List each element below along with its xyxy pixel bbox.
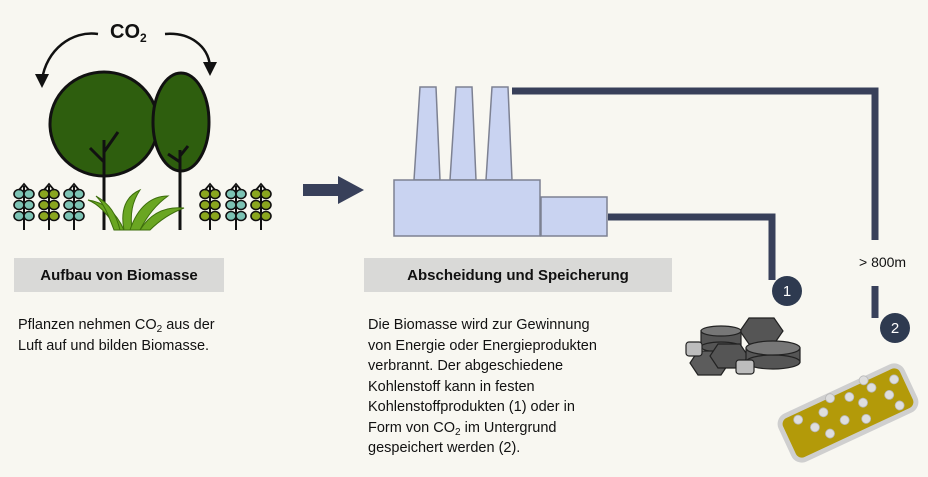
badge-underground: 2 [880,313,910,343]
co2-subscript: 2 [140,31,147,45]
capture-storage-label: Abscheidung und Speicherung [364,258,672,292]
storage-pore [825,393,835,404]
co2-label: CO2 [110,21,147,44]
flower-tip [204,182,216,191]
cycle-arrow-right-icon [164,32,217,76]
flower-tip [68,182,80,191]
flower-icon [13,182,272,230]
tree-icon [151,71,211,230]
flower-petal [73,210,85,222]
flower-petal [199,210,211,222]
flower-petal [235,210,247,222]
flower-tip [18,182,30,191]
storage-pore [793,414,804,425]
underground-storage-icon [777,363,919,463]
flower-tip [43,182,55,191]
flower-petal [235,188,247,200]
flower-petal [260,210,272,222]
storage-pore [844,392,855,402]
flower-tip [230,182,242,191]
flower-petal [73,188,85,200]
storage-pore [825,428,835,439]
biomass-text-part: aus der Luft auf und bilden Biomasse. [18,317,215,354]
flower-petal [63,199,75,211]
flower-petal [13,210,25,222]
flower-petal [225,210,237,222]
storage-pore [858,375,869,386]
flower-petal [23,188,35,200]
capture-text-subscript: 2 [455,426,461,438]
flower-petal [63,210,75,222]
pipe-icon [512,87,879,318]
flower-petal [235,199,247,211]
cycle-arrow-left-icon [35,32,99,88]
flower-petal [199,188,211,200]
flower-petal [38,199,50,211]
flower-petal [225,199,237,211]
factory-icon [393,86,608,237]
flower-petal [38,188,50,200]
flower-petal [73,199,85,211]
capture-text-part: Die Biomasse wird zur Gewinnung von Ener… [368,317,597,436]
flower-petal [23,210,35,222]
storage-pore [818,407,829,418]
flower-petal [260,188,272,200]
flower-tip [255,182,267,191]
badge-solid-products: 1 [772,276,802,306]
flower-petal [38,210,50,222]
flower-petal [260,199,272,211]
capture-storage-description: Die Biomasse wird zur Gewinnung von Ener… [368,315,648,459]
storage-pore [858,397,868,408]
flower-petal [13,188,25,200]
biomass-text-subscript: 2 [156,324,163,335]
storage-pore [884,389,895,400]
storage-pore [839,415,850,425]
flower-petal [209,210,221,222]
storage-pore [866,382,877,393]
flower-petal [250,210,262,222]
storage-pore [861,413,872,424]
flower-petal [48,188,60,200]
flower-petal [23,199,35,211]
storage-pore [889,374,900,385]
flower-petal [13,199,25,211]
biomass-label: Aufbau von Biomasse [14,258,224,292]
flower-petal [250,199,262,211]
storage-pore [894,400,905,411]
capture-text-part: im Untergrund gespeichert werden (2). [368,419,557,457]
flower-petal [225,188,237,200]
grass-icon [87,188,185,231]
co2-main: CO [110,21,140,43]
biomass-description: Pflanzen nehmen CO2 aus der Luft auf und… [18,315,268,356]
flower-petal [209,188,221,200]
process-arrow-icon [303,176,364,204]
flower-petal [250,188,262,200]
flower-petal [48,210,60,222]
flower-petal [209,199,221,211]
carbon-product-icon [685,317,801,376]
depth-label: > 800m [859,254,907,270]
storage-pore [810,422,820,433]
flower-petal [48,199,60,211]
flower-petal [199,199,211,211]
flower-petal [63,188,75,200]
biomass-text-part: Pflanzen nehmen CO [18,317,157,333]
